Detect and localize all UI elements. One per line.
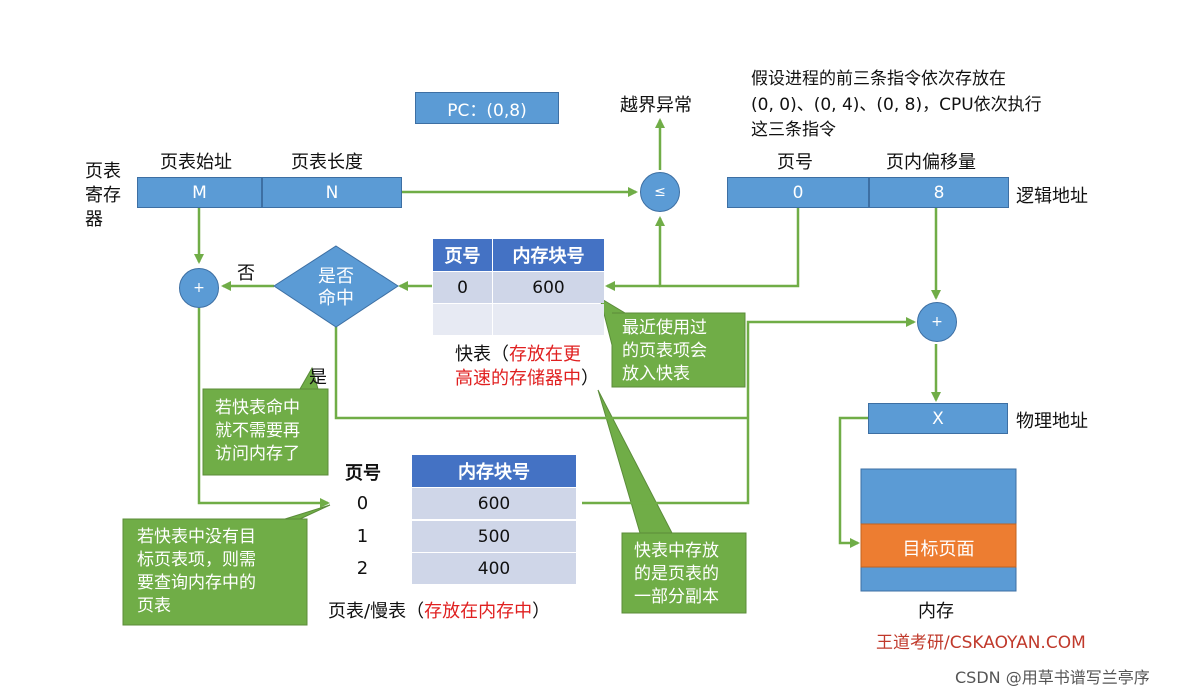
page-table-caption-red: 存放在内存中 <box>424 601 533 622</box>
tlb-caption-suffix: ） <box>581 368 599 389</box>
logical-page-cell: 0 <box>727 177 869 208</box>
callout-copy: 快表中存放 的是页表的 一部分副本 <box>634 541 719 607</box>
pc-box: PC：(0,8) <box>415 92 559 124</box>
page-table-length-cell: N <box>262 177 402 208</box>
callout-hit: 若快表命中 就不需要再 访问内存了 <box>215 398 300 464</box>
callout-hit-shape <box>202 366 329 476</box>
tlb-header-block: 内存块号 <box>493 239 604 271</box>
tlb-row-0-block: 600 <box>493 272 604 303</box>
target-page-rect <box>860 523 1017 568</box>
page-table-length-label: 页表长度 <box>291 152 363 173</box>
assumption-line-3: 这三条指令 <box>751 120 836 140</box>
callout-miss: 若快表中没有目 标页表项，则需 要查询内存中的 页表 <box>137 527 256 616</box>
page-table-row-0-page: 0 <box>356 493 369 514</box>
compare-node: ≤ <box>640 172 680 212</box>
page-table-row-1-block: 500 <box>412 521 576 552</box>
page-table-register-label: 页表 寄存 器 <box>85 161 121 230</box>
out-of-bounds-label: 越界异常 <box>620 95 692 116</box>
physical-address-label: 物理地址 <box>1016 411 1088 432</box>
page-table-row-1-page: 1 <box>356 526 369 547</box>
csdn-watermark: CSDN @用草书谱写兰亭序 <box>955 668 1150 687</box>
page-table-caption: 页表/慢表（存放在内存中） <box>328 597 550 623</box>
callout-recent: 最近使用过 的页表项会 放入快表 <box>622 318 707 384</box>
logical-address-label: 逻辑地址 <box>1016 186 1088 207</box>
page-table-caption-suffix: ） <box>532 601 551 622</box>
tlb-header-page: 页号 <box>433 239 492 271</box>
decision-yes-label: 是 <box>309 367 327 388</box>
callout-recent-shape <box>599 296 746 388</box>
decision-no-label: 否 <box>237 263 255 284</box>
adder-left: + <box>179 268 219 308</box>
page-table-start-label: 页表始址 <box>160 152 232 173</box>
page-table-header-block: 内存块号 <box>412 455 576 487</box>
adder-right: + <box>917 302 957 342</box>
tlb-row-1-block <box>493 304 604 335</box>
tlb-caption-prefix: 快表（ <box>455 344 509 365</box>
assumption-line-1: 假设进程的前三条指令依次存放在 <box>751 69 1006 89</box>
brand-watermark: 王道考研/CSKAOYAN.COM <box>876 633 1086 653</box>
page-table-header-page: 页号 <box>345 463 381 484</box>
logical-offset-cell: 8 <box>869 177 1009 208</box>
tlb-row-1-page <box>433 304 492 335</box>
callout-copy-shape <box>597 389 747 614</box>
page-table-row-2-page: 2 <box>356 558 369 579</box>
target-page-label: 目标页面 <box>902 539 975 560</box>
tlb-caption: 快表（存放在更 高速的存储器中） <box>455 343 599 391</box>
page-table-start-cell: M <box>137 177 262 208</box>
page-table-caption-prefix: 页表/慢表（ <box>328 601 425 622</box>
physical-address-cell: X <box>868 403 1008 434</box>
tlb-row-0-page: 0 <box>433 272 492 303</box>
logical-page-label: 页号 <box>777 152 813 173</box>
page-table-row-0-block: 600 <box>412 488 576 519</box>
tlb-caption-red: 存放在更 高速的存储器中 <box>455 344 581 389</box>
decision-text: 是否 命中 <box>318 266 354 309</box>
callout-shapes <box>122 296 747 626</box>
assumption-line-2: (0, 0)、(0, 4)、(0, 8)，CPU依次执行 <box>751 95 1042 115</box>
callout-miss-shape <box>122 504 331 626</box>
logical-offset-label: 页内偏移量 <box>886 152 976 173</box>
decision-diamond <box>273 245 399 328</box>
page-table-row-2-block: 400 <box>412 553 576 584</box>
memory-label: 内存 <box>918 601 954 622</box>
